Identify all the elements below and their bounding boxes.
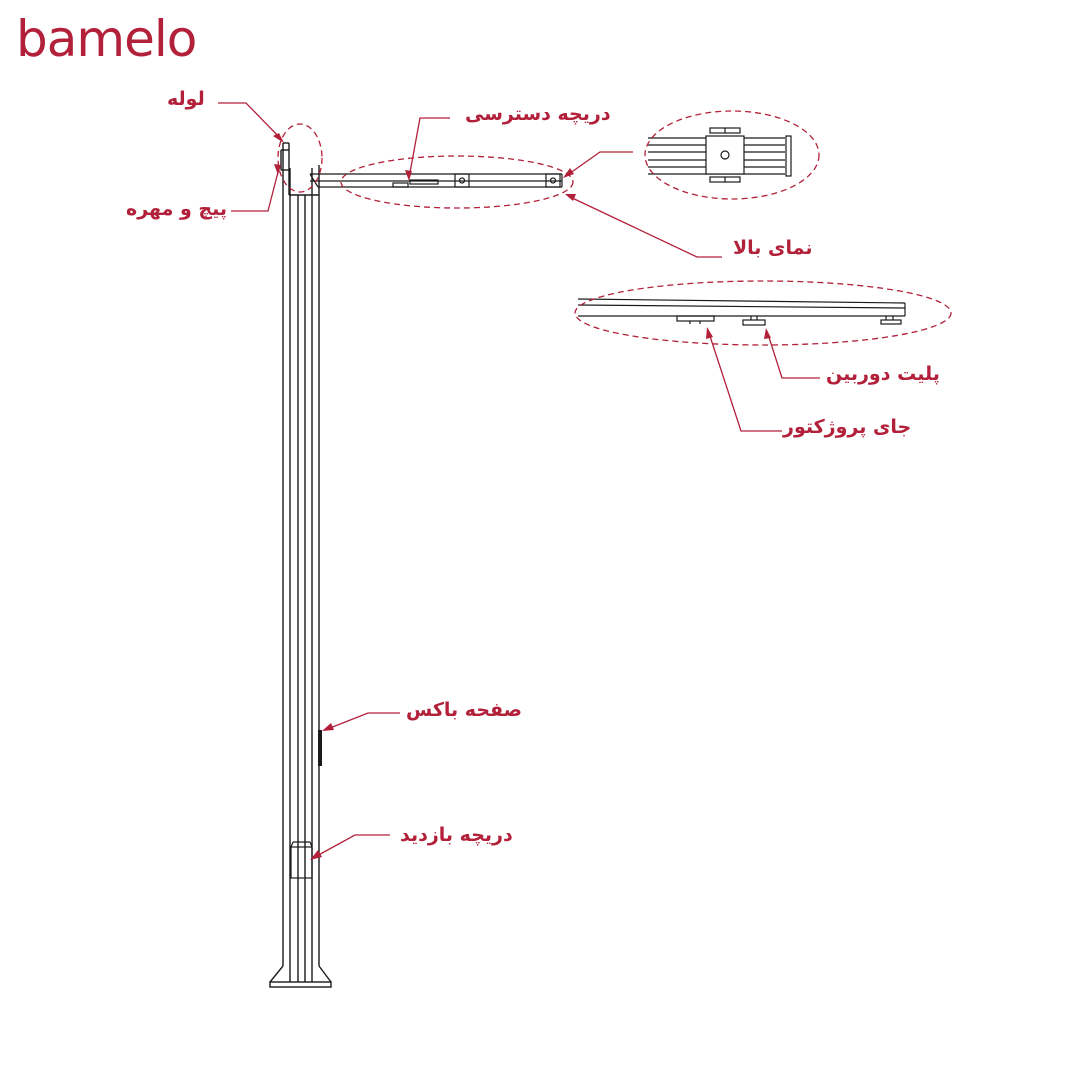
leader-arrowheads bbox=[273, 133, 771, 860]
label-box-panel: صفحه باکس bbox=[406, 699, 523, 721]
pole-base bbox=[269, 965, 332, 988]
label-projector-mount: جای پروژکتور bbox=[783, 416, 912, 438]
label-pipe: لوله bbox=[167, 88, 205, 110]
label-bolt-nut: پیچ و مهره bbox=[126, 198, 227, 220]
brand-logo: bamelo bbox=[16, 10, 197, 68]
top-view-detail bbox=[648, 127, 792, 183]
pole-arm bbox=[309, 173, 563, 188]
label-camera-plate: پلیت دوربین bbox=[826, 363, 940, 385]
label-top-view: نمای بالا bbox=[733, 237, 813, 259]
top-view-ellipse bbox=[644, 110, 820, 200]
box-panel bbox=[318, 730, 322, 766]
label-inspection-hatch: دریچه بازدید bbox=[400, 824, 513, 846]
inspection-hatch bbox=[290, 841, 313, 879]
side-view-ellipse bbox=[574, 280, 952, 346]
callout-ellipses bbox=[277, 110, 952, 346]
side-view-detail bbox=[577, 298, 906, 326]
pole-top-ellipse bbox=[277, 123, 323, 193]
label-access-hatch: دریچه دسترسی bbox=[465, 103, 611, 125]
arm-ellipse bbox=[340, 155, 574, 209]
pole bbox=[280, 142, 320, 966]
leader-lines bbox=[218, 102, 820, 859]
